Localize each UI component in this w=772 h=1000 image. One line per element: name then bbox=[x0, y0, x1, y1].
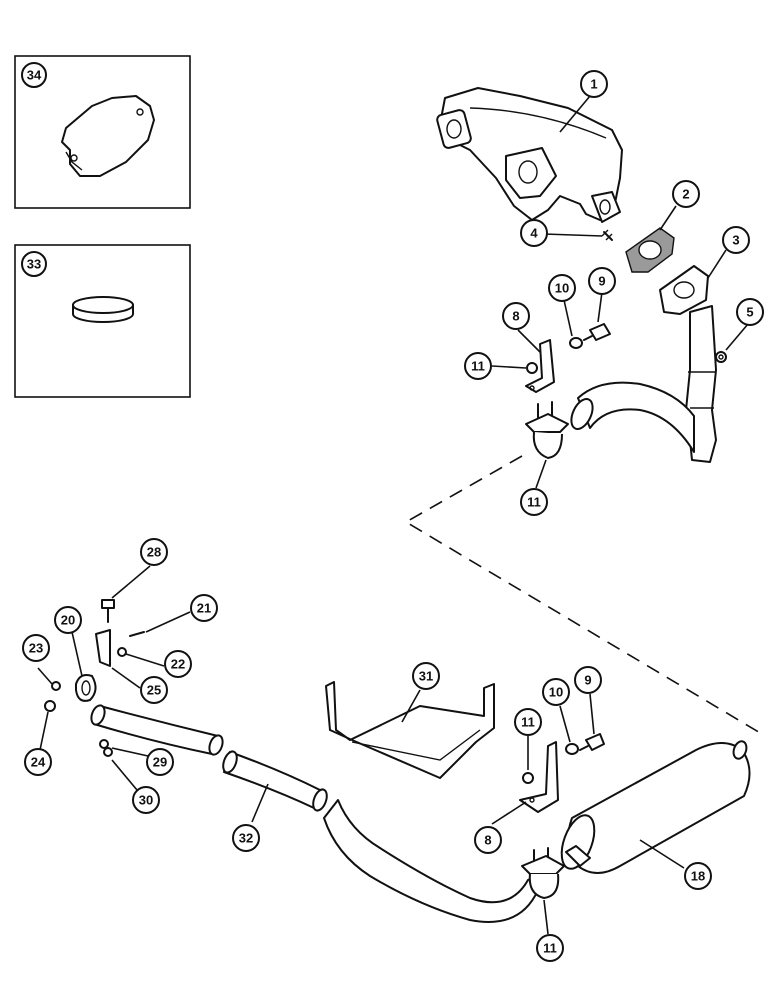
u-bolt-clamp-icon bbox=[75, 674, 97, 702]
callout-label: 10 bbox=[555, 281, 569, 296]
callout-31: 31 bbox=[412, 662, 440, 690]
callout-34: 34 bbox=[21, 62, 47, 88]
callout-label: 24 bbox=[31, 755, 46, 770]
callout-label: 31 bbox=[419, 669, 433, 684]
callout-3: 3 bbox=[722, 226, 750, 254]
u-bolt-clamp-icon bbox=[525, 401, 569, 459]
callout-label: 1 bbox=[590, 77, 597, 92]
round-cap-icon bbox=[72, 296, 134, 323]
callout-32: 32 bbox=[232, 824, 260, 852]
bolt-icon bbox=[579, 733, 605, 751]
callout-label: 30 bbox=[139, 793, 153, 808]
callout-label: 22 bbox=[171, 657, 185, 672]
callout-label: 4 bbox=[530, 226, 538, 241]
callout-10-lower: 10 bbox=[542, 678, 570, 706]
callout-label: 34 bbox=[27, 68, 42, 83]
bolt-icon bbox=[101, 599, 115, 623]
callout-29: 29 bbox=[146, 748, 174, 776]
callout-22: 22 bbox=[164, 650, 192, 678]
support-bracket-icon bbox=[95, 629, 111, 667]
callout-label: 21 bbox=[197, 601, 211, 616]
callout-label: 9 bbox=[584, 673, 591, 688]
intermediate-pipe-icon bbox=[222, 750, 328, 812]
front-pipe-icon bbox=[90, 704, 224, 756]
callout-label: 10 bbox=[549, 685, 563, 700]
callout-label: 11 bbox=[471, 359, 485, 374]
callout-11-lower-clamp: 11 bbox=[536, 934, 564, 962]
callout-2: 2 bbox=[672, 180, 700, 208]
washer-icon bbox=[117, 647, 127, 657]
tail-pipe-icon bbox=[323, 799, 541, 923]
callout-11-top-nut: 11 bbox=[464, 352, 492, 380]
callout-18: 18 bbox=[684, 862, 712, 890]
callout-1: 1 bbox=[580, 70, 608, 98]
callout-11-top-clamp: 11 bbox=[520, 488, 548, 516]
callout-9-lower: 9 bbox=[574, 666, 602, 694]
callout-8-lower: 8 bbox=[474, 826, 502, 854]
stud-icon bbox=[601, 229, 613, 241]
callout-21: 21 bbox=[190, 594, 218, 622]
washer-icon bbox=[51, 681, 61, 691]
cover-plate-icon bbox=[61, 95, 155, 177]
callout-label: 9 bbox=[598, 274, 605, 289]
washer-icon bbox=[569, 337, 583, 349]
washer-icon bbox=[565, 743, 579, 755]
bolt-icon bbox=[129, 631, 145, 637]
callout-label: 3 bbox=[732, 233, 739, 248]
callout-33: 33 bbox=[21, 251, 47, 277]
callout-9-top: 9 bbox=[588, 267, 616, 295]
flange-gasket-icon bbox=[625, 227, 675, 273]
support-bracket-icon bbox=[525, 339, 555, 393]
callout-4: 4 bbox=[520, 219, 548, 247]
callout-8-top: 8 bbox=[502, 302, 530, 330]
callout-label: 28 bbox=[147, 545, 161, 560]
callout-label: 20 bbox=[61, 613, 75, 628]
nut-icon bbox=[522, 772, 534, 784]
callout-20: 20 bbox=[54, 606, 82, 634]
callout-11-lower-nut: 11 bbox=[514, 708, 542, 736]
callout-label: 5 bbox=[746, 305, 753, 320]
callout-label: 8 bbox=[484, 833, 491, 848]
heat-shield-icon bbox=[325, 681, 495, 779]
callout-label: 23 bbox=[29, 641, 43, 656]
callout-label: 8 bbox=[512, 309, 519, 324]
callout-label: 11 bbox=[543, 941, 557, 956]
leader-lines bbox=[37, 95, 749, 935]
nut-icon bbox=[526, 362, 538, 374]
callout-label: 32 bbox=[239, 831, 253, 846]
callout-5: 5 bbox=[736, 298, 764, 326]
callout-label: 11 bbox=[527, 495, 541, 510]
nut-icon bbox=[44, 700, 56, 712]
callout-25: 25 bbox=[140, 676, 168, 704]
nut-icon bbox=[715, 351, 727, 363]
callout-30: 30 bbox=[132, 786, 160, 814]
callout-label: 18 bbox=[691, 869, 705, 884]
callout-label: 33 bbox=[27, 257, 41, 272]
callout-24: 24 bbox=[24, 748, 52, 776]
callout-label: 11 bbox=[521, 715, 535, 730]
exhaust-manifold-icon bbox=[436, 87, 623, 223]
callout-label: 29 bbox=[153, 755, 167, 770]
support-bracket-icon bbox=[519, 741, 559, 813]
u-bolt-clamp-icon bbox=[521, 847, 565, 899]
callout-23: 23 bbox=[22, 634, 50, 662]
down-pipe-icon bbox=[570, 265, 717, 463]
nut-icon bbox=[99, 739, 113, 757]
callout-label: 2 bbox=[682, 187, 689, 202]
callout-28: 28 bbox=[140, 538, 168, 566]
callout-10-top: 10 bbox=[548, 274, 576, 302]
callout-label: 25 bbox=[147, 683, 161, 698]
muffler-icon bbox=[560, 740, 751, 874]
bolt-icon bbox=[583, 323, 611, 341]
